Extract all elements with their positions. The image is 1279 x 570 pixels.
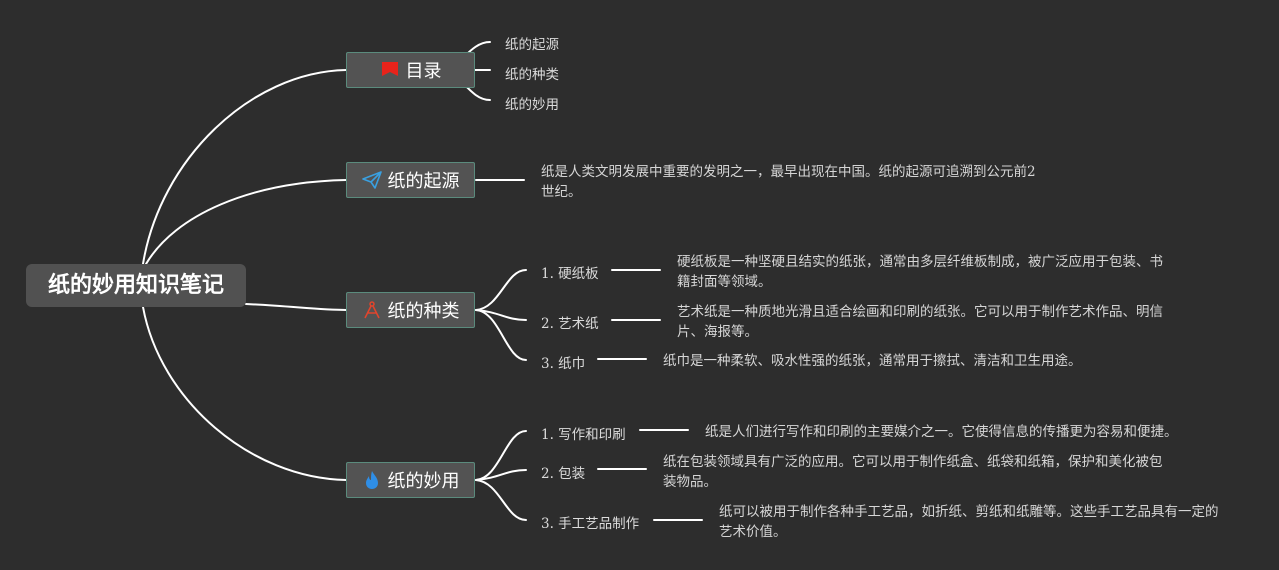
branch-origin[interactable]: 纸的起源 — [346, 162, 475, 198]
origin-description[interactable]: 纸是人类文明发展中重要的发明之一，最早出现在中国。纸的起源可追溯到公元前2世纪。 — [541, 164, 1036, 200]
branch-label: 纸的种类 — [387, 301, 460, 322]
type-label[interactable]: 1. 硬纸板 — [541, 266, 599, 282]
toc-item[interactable]: 纸的起源 — [505, 37, 559, 53]
use-description[interactable]: 纸在包装领域具有广泛的应用。它可以用于制作纸盒、纸袋和纸箱，保护和美化被包装物品… — [663, 454, 1163, 490]
type-label[interactable]: 3. 纸巾 — [541, 356, 586, 372]
red-flag-icon — [380, 60, 400, 80]
paper-plane-icon — [361, 170, 382, 190]
root-topic[interactable]: 纸的妙用知识笔记 — [26, 264, 246, 307]
use-description[interactable]: 纸可以被用于制作各种手工艺品，如折纸、剪纸和纸雕等。这些手工艺品具有一定的艺术价… — [719, 504, 1219, 540]
branch-types[interactable]: 纸的种类 — [346, 292, 475, 328]
toc-item[interactable]: 纸的种类 — [505, 67, 559, 83]
branch-label: 纸的起源 — [387, 171, 460, 192]
type-description[interactable]: 纸巾是一种柔软、吸水性强的纸张，通常用于擦拭、清洁和卫生用途。 — [663, 353, 1082, 369]
type-label[interactable]: 2. 艺术纸 — [541, 316, 599, 332]
flame-icon — [362, 470, 382, 490]
toc-item[interactable]: 纸的妙用 — [505, 97, 559, 113]
type-description[interactable]: 艺术纸是一种质地光滑且适合绘画和印刷的纸张。它可以用于制作艺术作品、明信片、海报… — [677, 304, 1163, 340]
branch-toc[interactable]: 目录 — [346, 52, 475, 88]
compass-icon — [362, 300, 382, 320]
type-description[interactable]: 硬纸板是一种坚硬且结实的纸张，通常由多层纤维板制成，被广泛应用于包装、书籍封面等… — [677, 254, 1163, 290]
use-label[interactable]: 3. 手工艺品制作 — [541, 516, 640, 532]
branch-uses[interactable]: 纸的妙用 — [346, 462, 475, 498]
use-label[interactable]: 2. 包装 — [541, 466, 586, 482]
branch-label: 目录 — [405, 61, 442, 82]
use-label[interactable]: 1. 写作和印刷 — [541, 427, 626, 443]
use-description[interactable]: 纸是人们进行写作和印刷的主要媒介之一。它使得信息的传播更为容易和便捷。 — [705, 424, 1178, 440]
branch-label: 纸的妙用 — [387, 471, 460, 492]
